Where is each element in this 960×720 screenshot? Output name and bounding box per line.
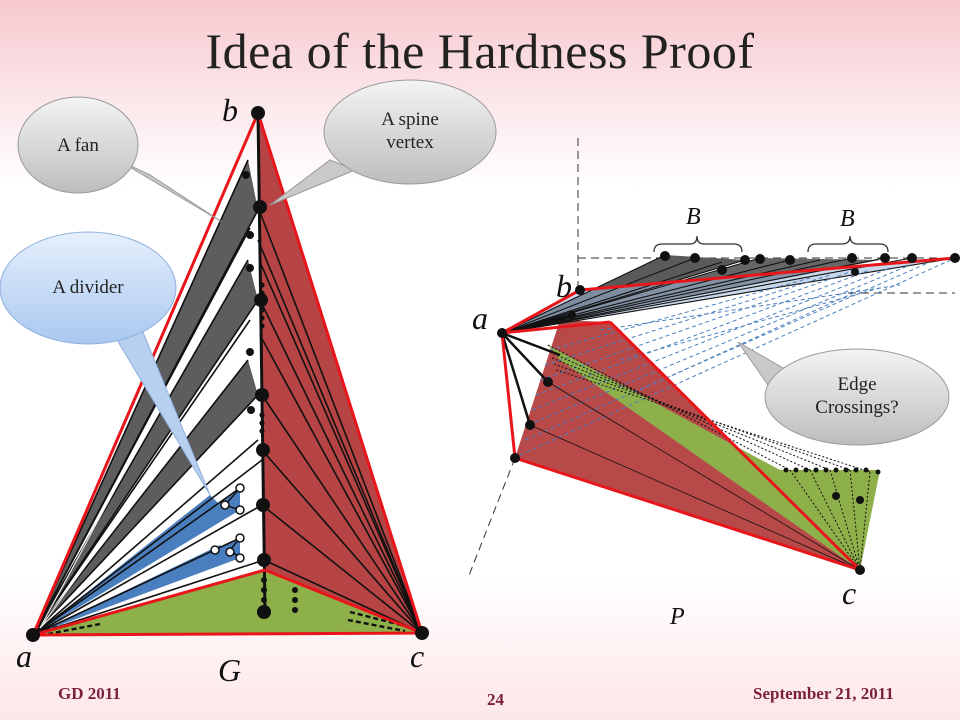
left-vertex-c-label: c <box>410 638 425 674</box>
callout-spine-line1: A spine <box>381 109 439 130</box>
callout-crossings-text: Edge Crossings? <box>787 373 927 419</box>
callout-crossings-line1: Edge <box>837 374 877 395</box>
left-vertex-b-label: b <box>222 92 238 128</box>
brace-b-label-2: B <box>840 206 855 232</box>
brace-b-label-1: B <box>686 204 701 230</box>
footer-date: September 21, 2011 <box>753 684 894 703</box>
callout-spine-vertex <box>269 79 497 206</box>
left-graph <box>26 106 429 642</box>
fan-region <box>33 260 258 635</box>
right-vertex-a-label: a <box>472 300 488 336</box>
polygon-p-label: P <box>670 604 685 630</box>
callout-crossings-line2: Crossings? <box>815 397 899 418</box>
callout-fan-text: A fan <box>57 135 99 156</box>
callout-divider-text: A divider <box>52 277 124 298</box>
callout-spine-line2: vertex <box>386 132 434 153</box>
slide-title: Idea of the Hardness Proof <box>205 23 755 79</box>
green-wedge <box>548 345 880 570</box>
left-vertex-a-label: a <box>16 638 32 674</box>
callout-edge-crossings <box>737 341 950 446</box>
callout-spine-text: A spine vertex <box>340 108 480 154</box>
graph-g-label: G <box>218 652 242 688</box>
fan-region <box>33 160 258 635</box>
bottom-region <box>33 570 422 635</box>
right-vertex-b-label: b <box>556 268 572 304</box>
right-vertex-c-label: c <box>842 575 857 611</box>
right-graph <box>467 138 960 579</box>
callout-divider <box>0 231 211 496</box>
fan-region <box>33 360 258 635</box>
footer-conference: GD 2011 <box>58 684 121 703</box>
callout-fan <box>17 96 223 223</box>
footer-page-number: 24 <box>487 690 504 709</box>
